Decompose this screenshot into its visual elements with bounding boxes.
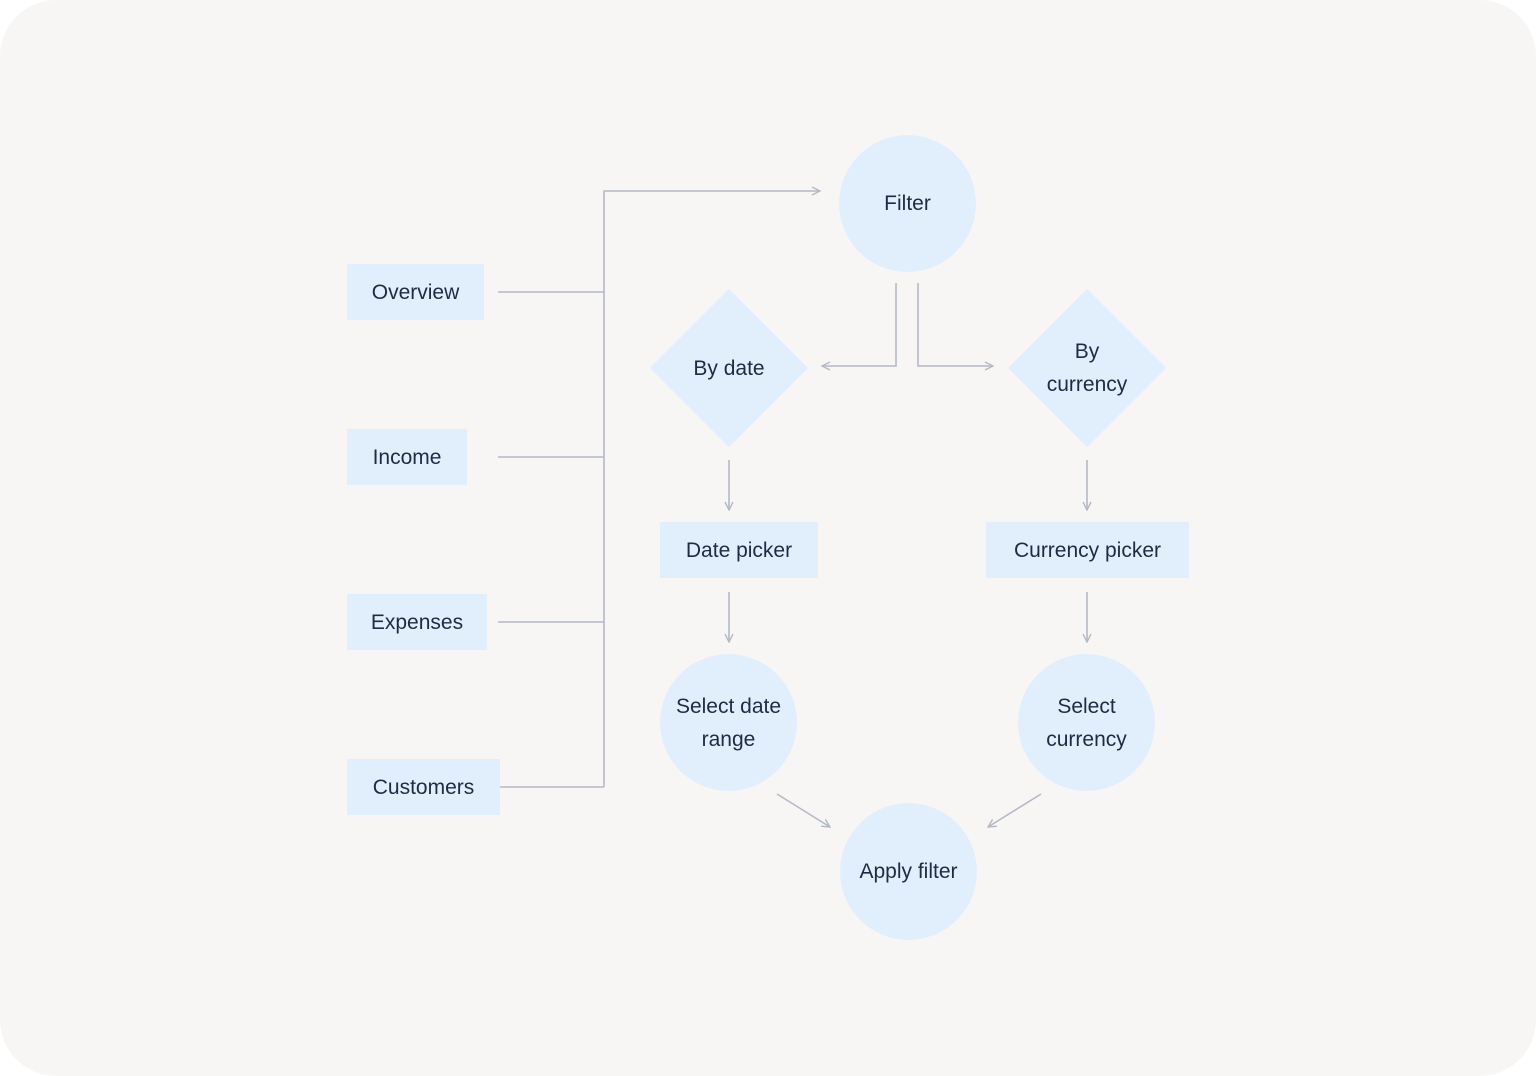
node-select-currency-label-line-1: Select bbox=[1057, 694, 1116, 718]
node-currency-picker-label: Currency picker bbox=[1013, 538, 1162, 562]
node-apply-filter[interactable]: Apply filter bbox=[840, 803, 977, 940]
node-by-currency-label-line-1: By bbox=[1074, 340, 1100, 363]
node-filter-label: Filter bbox=[884, 192, 931, 215]
edge-select-currency-to-apply-filter bbox=[988, 793, 1042, 827]
node-overview-label: Overview bbox=[371, 280, 460, 304]
node-apply-filter-label: Apply filter bbox=[859, 860, 958, 883]
node-by-currency-label-line-2: currency bbox=[1046, 373, 1128, 396]
edge-filter-to-by-currency bbox=[917, 283, 993, 366]
node-customers[interactable]: Customers bbox=[347, 759, 500, 815]
node-overview[interactable]: Overview bbox=[347, 264, 484, 320]
node-select-date-range[interactable]: Select date range bbox=[660, 654, 797, 791]
node-income[interactable]: Income bbox=[347, 429, 467, 485]
node-filter[interactable]: Filter bbox=[839, 135, 976, 272]
node-customers-label: Customers bbox=[372, 775, 475, 799]
node-date-picker[interactable]: Date picker bbox=[660, 522, 818, 578]
edge-select-date-range-to-apply-filter bbox=[776, 793, 830, 827]
node-select-currency-label-line-2: currency bbox=[1046, 727, 1127, 751]
node-currency-picker[interactable]: Currency picker bbox=[986, 522, 1189, 578]
node-date-picker-label: Date picker bbox=[685, 538, 793, 562]
node-select-date-range-label-line-1: Select date bbox=[675, 694, 782, 718]
node-by-date-label: By date bbox=[693, 356, 765, 380]
node-select-date-range-label-line-2: range bbox=[701, 727, 756, 751]
node-by-date[interactable]: By date bbox=[649, 288, 809, 448]
node-expenses[interactable]: Expenses bbox=[347, 594, 487, 650]
node-by-currency[interactable]: By currency bbox=[1007, 288, 1167, 448]
node-expenses-label: Expenses bbox=[370, 610, 464, 634]
edge-filter-to-by-date bbox=[822, 283, 897, 366]
node-income-label: Income bbox=[372, 445, 442, 469]
edge-bus-to-filter bbox=[603, 191, 820, 787]
node-select-currency[interactable]: Select currency bbox=[1018, 654, 1155, 791]
